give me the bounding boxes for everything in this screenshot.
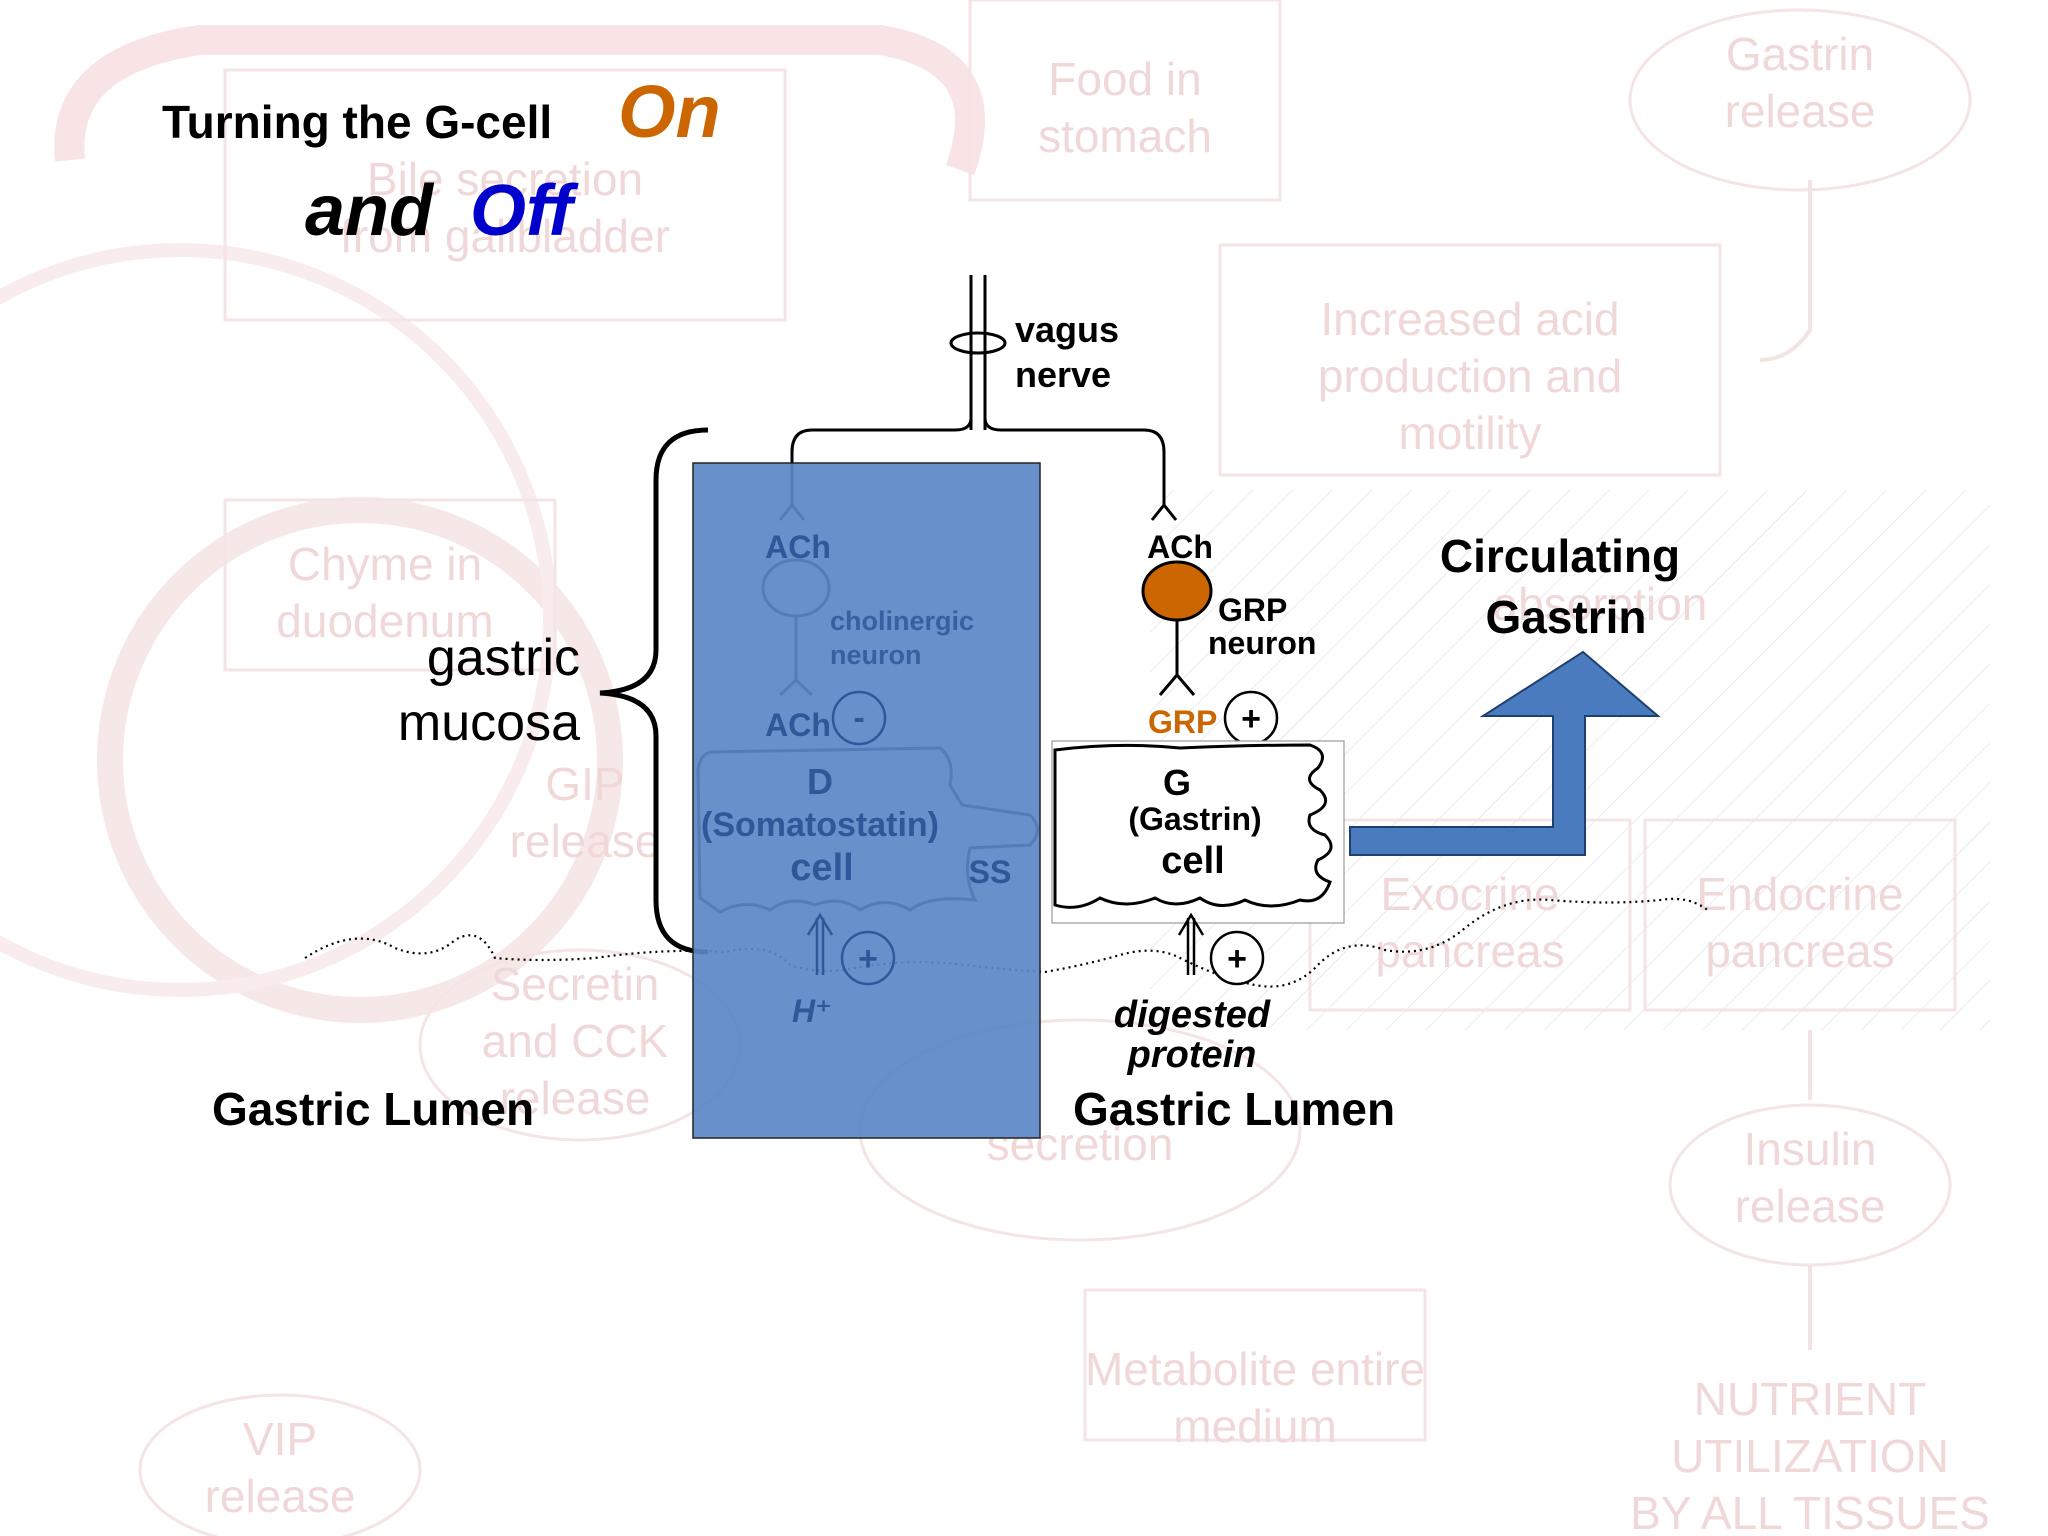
blue-overlay-panel: [692, 462, 1041, 1139]
gastrin-label: Gastrin: [1485, 591, 1646, 643]
bg-text-8: duodenum: [276, 595, 493, 647]
cholinergic-label: cholinergic: [830, 606, 974, 636]
title-prefix: Turning the G-cell: [162, 96, 552, 148]
bg-text-9: GIP: [545, 758, 624, 810]
plus-protein-circle: [1209, 930, 1265, 986]
lumen-left-label: Gastric Lumen: [212, 1083, 534, 1135]
bg-text-15: pancreas: [1375, 925, 1564, 977]
g-cell-label-1: G: [1163, 762, 1191, 803]
neuron-left-label: neuron: [830, 640, 922, 670]
minus-circle: [831, 690, 887, 746]
d-cell-label-2: (Somatostatin): [701, 806, 939, 844]
bg-text-29: absorption: [1493, 578, 1708, 630]
ach-left-bottom-label: ACh: [765, 707, 831, 743]
ss-label: SS: [969, 854, 1012, 890]
protein-label: protein: [1127, 1034, 1257, 1076]
h-arrow: [806, 912, 834, 975]
bg-text-11: Secretin: [491, 958, 660, 1010]
bg-text-4: Increased acid: [1320, 293, 1619, 345]
g-cell-box: [1051, 740, 1345, 924]
bg-text-27: Bile secretion: [367, 153, 643, 205]
bg-text-20: Metabolite entire: [1085, 1343, 1425, 1395]
h-plus-label: H⁺: [792, 993, 832, 1029]
ach-left-top-label: ACh: [765, 529, 831, 565]
slide-title: Turning the G-cell On and Off: [162, 70, 721, 251]
grp-neuron-axon: [1158, 620, 1196, 696]
minus-sign: -: [853, 699, 864, 737]
plus-h-circle: [840, 930, 896, 986]
bg-text-5: production and: [1318, 350, 1622, 402]
gastric-label: gastric: [427, 629, 580, 687]
circulating-label: Circulating: [1440, 530, 1680, 582]
vagus-label: vagus: [1015, 309, 1119, 350]
title-and: and: [305, 171, 435, 251]
bg-text-1: stomach: [1038, 110, 1212, 162]
lumen-boundary: [304, 897, 1711, 988]
bg-text-16: Endocrine: [1696, 868, 1903, 920]
d-cell-label-1: D: [807, 761, 833, 802]
bg-text-18: Insulin: [1744, 1123, 1877, 1175]
nerve-label: nerve: [1015, 354, 1111, 395]
circulating-gastrin-arrow: [1349, 650, 1661, 856]
d-cell-label-3: cell: [790, 847, 853, 889]
bg-text-7: Chyme in: [288, 538, 482, 590]
bg-text-13: release: [500, 1072, 651, 1124]
grp-neuron-label-2: neuron: [1208, 625, 1316, 661]
background-faded-diagram: Food in stomach Gastrin release Increase…: [0, 0, 1990, 1536]
plus-protein-sign: +: [1227, 940, 1247, 978]
plus-h-sign: +: [858, 940, 878, 978]
vagus-nerve: [778, 275, 1178, 521]
g-cell-label-2: (Gastrin): [1128, 801, 1261, 837]
bg-text-17: pancreas: [1705, 925, 1894, 977]
g-cell-label-3: cell: [1161, 840, 1224, 882]
bg-text-10: release: [510, 815, 661, 867]
bg-text-12: and CCK: [482, 1015, 669, 1067]
protein-arrow: [1177, 912, 1205, 975]
grp-neuron-body: [1141, 560, 1213, 622]
lumen-right-label: Gastric Lumen: [1073, 1083, 1395, 1135]
mucosa-label: mucosa: [398, 694, 580, 752]
bg-text-19: release: [1735, 1180, 1886, 1232]
grp-neuron-label-1: GRP: [1218, 592, 1287, 628]
bg-text-2: Gastrin: [1726, 28, 1874, 80]
bg-text-26: release: [205, 1470, 356, 1522]
bg-text-14: Exocrine: [1381, 868, 1560, 920]
bg-text-24: BY ALL TISSUES: [1630, 1487, 1990, 1536]
bg-text-6: motility: [1398, 407, 1541, 459]
bg-text-28: from gallbladder: [340, 210, 670, 262]
mucosa-brace: [599, 427, 709, 955]
bg-text-0: Food in: [1048, 53, 1201, 105]
bg-text-23: UTILIZATION: [1671, 1430, 1949, 1482]
bg-text-22: NUTRIENT: [1694, 1373, 1927, 1425]
g-cell-outline: [1053, 743, 1333, 909]
bg-text-21: medium: [1173, 1400, 1337, 1452]
ach-right-label: ACh: [1147, 529, 1213, 565]
bg-text-25: VIP: [243, 1413, 317, 1465]
bg-text-3: release: [1725, 85, 1876, 137]
digested-label: digested: [1114, 994, 1271, 1036]
grp-label: GRP: [1148, 704, 1217, 740]
title-on: On: [618, 70, 721, 153]
plus-grp-sign: +: [1241, 700, 1261, 738]
title-off: Off: [470, 171, 579, 251]
